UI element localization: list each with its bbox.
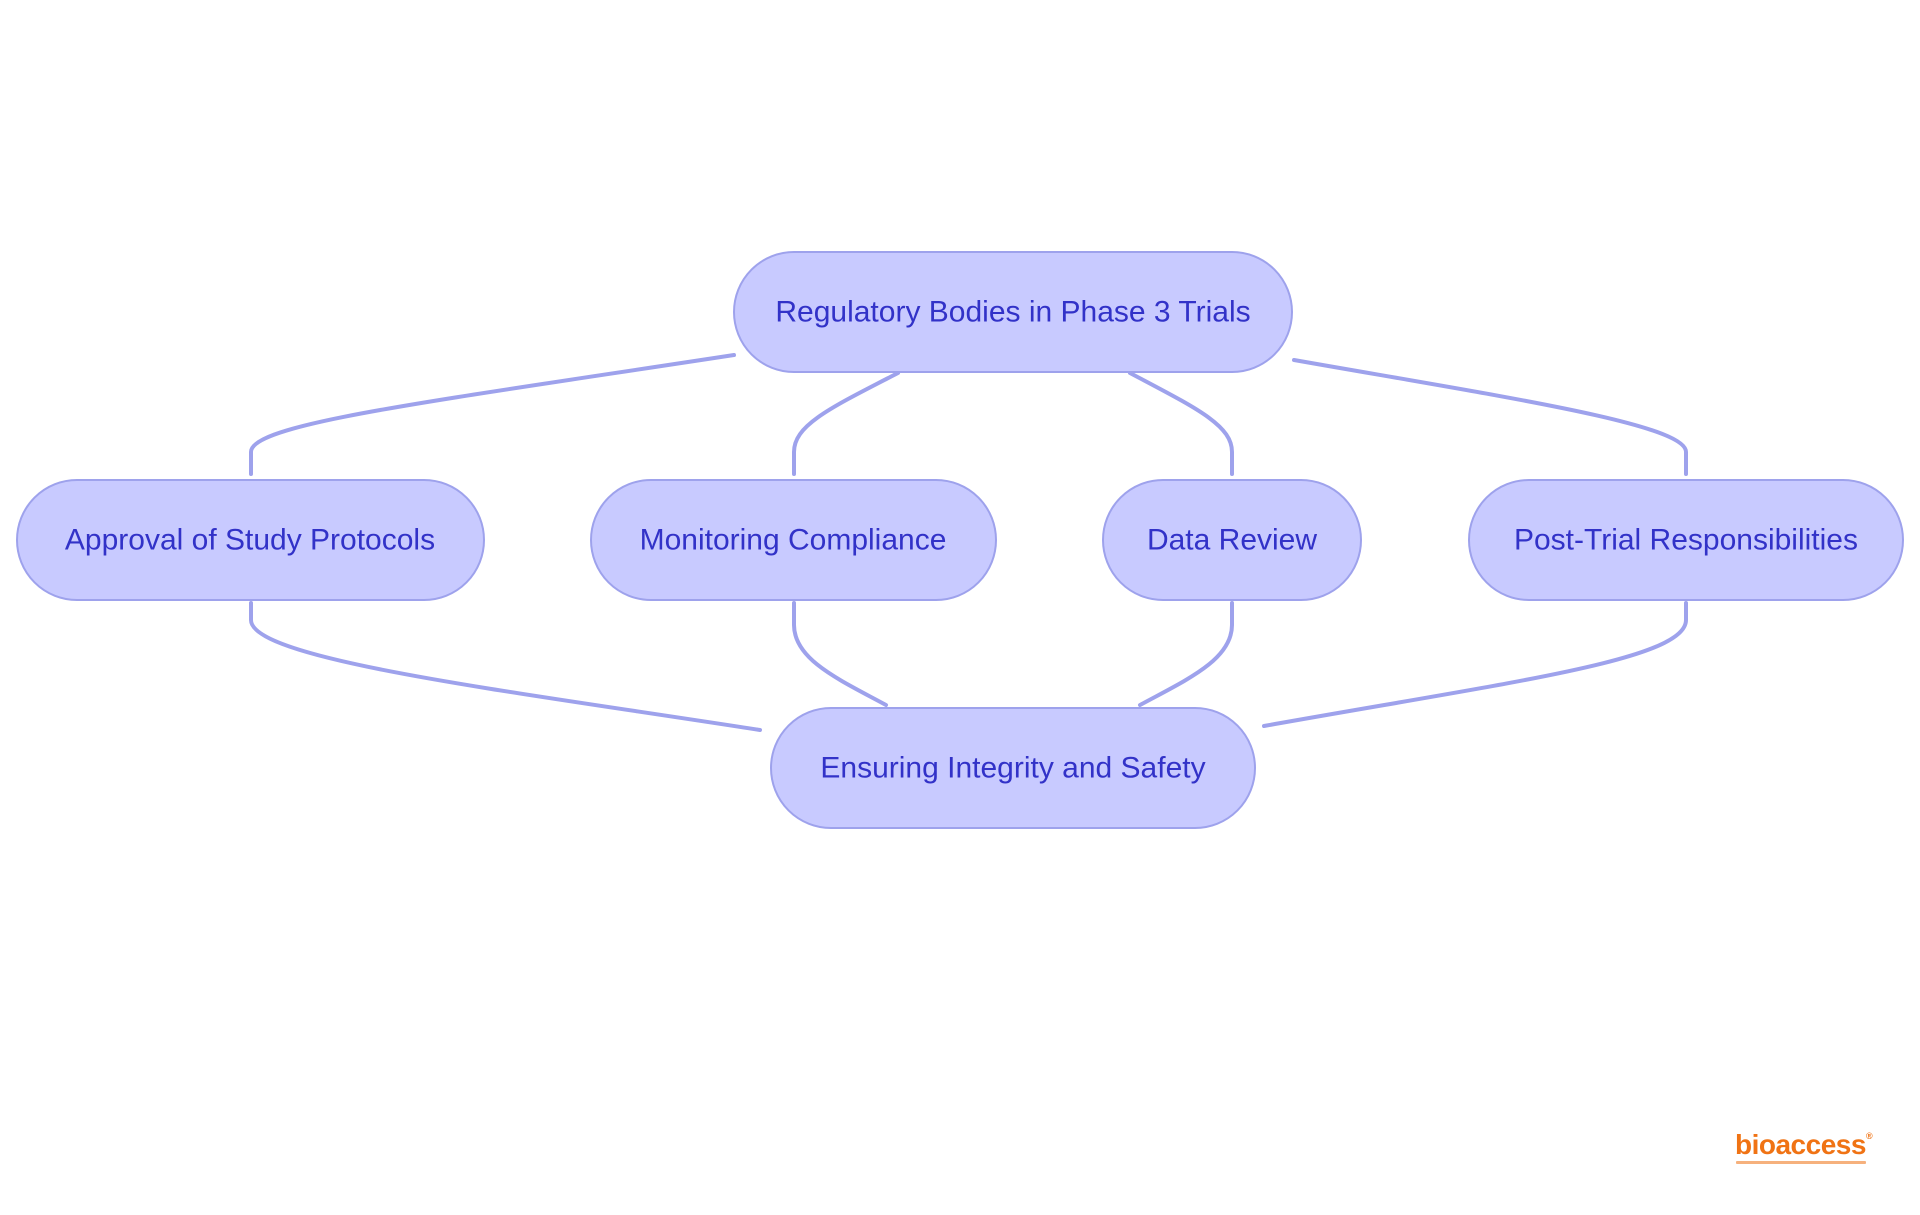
registered-mark-icon: ® — [1866, 1131, 1873, 1141]
edge-root-to-post-trial — [1292, 358, 1688, 476]
node-post-trial[interactable]: Post-Trial Responsibilities — [1468, 479, 1904, 601]
edge-root-to-data-review — [1128, 371, 1234, 476]
edge-approval-to-integrity — [249, 601, 762, 732]
edges — [249, 353, 1688, 732]
logo-tagline-graphic — [1736, 1161, 1866, 1164]
node-monitoring-label: Monitoring Compliance — [640, 524, 947, 557]
node-integrity-label: Ensuring Integrity and Safety — [820, 752, 1205, 785]
edge-root-to-monitoring — [792, 371, 900, 476]
node-root-label: Regulatory Bodies in Phase 3 Trials — [775, 296, 1250, 329]
edge-post-trial-to-integrity — [1262, 601, 1688, 728]
edge-monitoring-to-integrity — [792, 601, 888, 707]
node-root[interactable]: Regulatory Bodies in Phase 3 Trials — [733, 251, 1293, 373]
node-monitoring[interactable]: Monitoring Compliance — [590, 479, 997, 601]
edge-root-to-approval — [249, 353, 736, 476]
node-approval-label: Approval of Study Protocols — [65, 524, 435, 557]
node-data-review[interactable]: Data Review — [1102, 479, 1362, 601]
edge-data-review-to-integrity — [1138, 601, 1234, 707]
node-integrity[interactable]: Ensuring Integrity and Safety — [770, 707, 1256, 829]
node-data-review-label: Data Review — [1147, 524, 1317, 557]
logo-wordmark: bioaccess — [1735, 1129, 1866, 1160]
node-approval[interactable]: Approval of Study Protocols — [16, 479, 485, 601]
bioaccess-logo: bioaccess ® — [1735, 1130, 1885, 1170]
node-post-trial-label: Post-Trial Responsibilities — [1514, 524, 1858, 557]
